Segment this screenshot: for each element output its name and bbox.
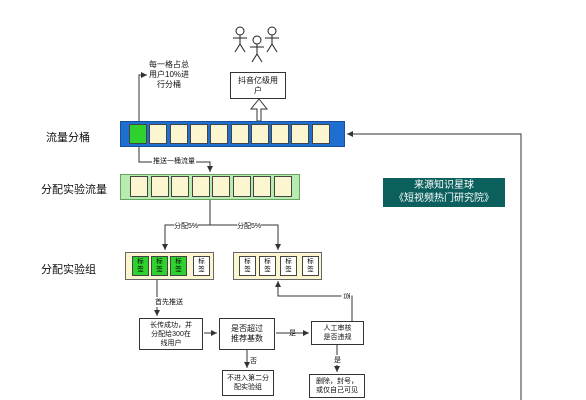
bucket-cell [311,124,330,144]
bucket-note: 每一格占总 用户10%进 行分桶 [149,60,190,89]
assign-right-label: 分配5% [237,221,262,231]
tag-box: 标 签 [132,256,149,276]
tag-box: 标 签 [170,256,187,276]
bucket-cell [271,124,290,144]
upload-box: 长传成功，并 分配给300在 线用户 [139,318,203,350]
bucket-cell [189,124,208,144]
assign-left-label: 分配5% [174,221,199,231]
tag-box: 标 签 [193,256,210,276]
decision-box: 是否超过 推荐基数 [219,318,275,350]
stick-figure-icon [265,26,279,53]
bucket-cell [250,124,269,144]
row-label-bucketing: 流量分桶 [46,132,90,144]
bucket-cell [210,124,229,144]
traffic-cell [212,176,230,197]
traffic-cell [273,176,292,197]
tag-box: 标 签 [239,256,256,276]
yes-label-decision: 是 [289,330,296,337]
tag-box: 标 签 [302,256,319,276]
users-box: 抖音亿级用 户 [230,72,286,99]
traffic-cell [253,176,271,197]
yes-label-review: 是 [334,355,341,365]
traffic-cell [191,176,210,197]
tag-box: 标 签 [280,256,297,276]
traffic-cell [150,176,169,197]
tag-box: 标 签 [259,256,276,276]
push-bucket-label: 推送一桶流量 [152,156,196,166]
bucket-cell [291,124,310,144]
push-first-label: 首先推送 [155,297,183,307]
bucket-cell [169,124,188,144]
bucket-cell [149,124,168,144]
tag-box: 标 签 [151,256,168,276]
row-label-experiment-groups: 分配实验组 [41,264,96,276]
no-label-review: 否 [341,292,352,300]
source-banner: 来源知识星球 《短视频热门研究院》 [383,178,505,207]
traffic-cell [171,176,189,197]
review-box: 人工审核 是否违规 [311,321,364,345]
not-enter-box: 不进入第二分 配实验组 [222,370,274,396]
stick-figure-icon [233,26,247,53]
stick-figure-icon [250,35,264,63]
no-label-decision: 否 [250,358,257,365]
row-label-experiment-traffic: 分配实验流量 [41,184,107,196]
traffic-cell [232,176,251,197]
bucket-cell-active [129,124,147,144]
traffic-cell [130,176,148,197]
delete-box: 删除，封号， 或仅自己可见 [309,374,365,398]
bucket-cell [230,124,249,144]
